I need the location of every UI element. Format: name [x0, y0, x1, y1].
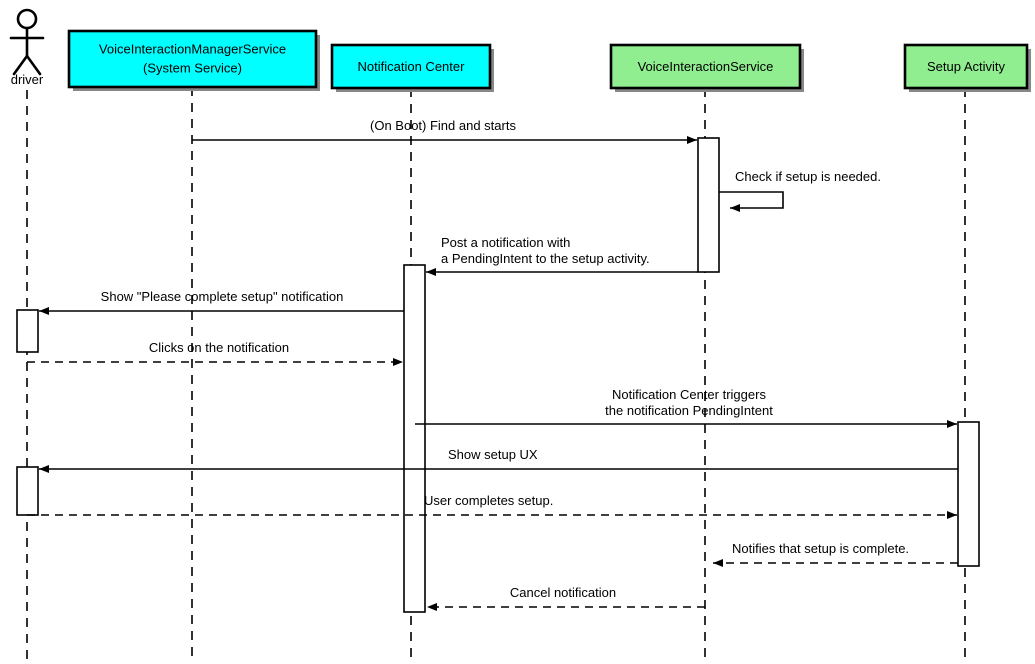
message-label: (On Boot) Find and starts: [370, 118, 516, 133]
participant-box-notifcenter[interactable]: Notification Center: [330, 43, 494, 92]
participant-headers-group: driver VoiceInteractionManagerService (Sys…: [9, 8, 1031, 92]
participant-box-setup[interactable]: Setup Activity: [903, 43, 1031, 92]
message-m2: Check if setup is needed.: [719, 169, 881, 212]
message-label: Notifies that setup is complete.: [732, 541, 909, 556]
message-label: Show setup UX: [448, 447, 538, 462]
message-label: Check if setup is needed.: [735, 169, 881, 184]
message-m5: Clicks on the notification: [27, 340, 403, 366]
message-label: Notification Center triggers: [612, 387, 766, 402]
participant-label-line1: VoiceInteractionManagerService: [99, 41, 286, 56]
participant-box-fill: [67, 29, 318, 89]
actor-leg-right-icon: [25, 54, 42, 76]
message-label: the notification PendingIntent: [605, 403, 773, 418]
activation-bar-notifcenter: [403, 264, 426, 613]
participant-label-line1: VoiceInteractionService: [638, 59, 774, 74]
actor-label-driver: driver: [11, 72, 44, 87]
participant-label-line2: (System Service): [143, 60, 242, 75]
message-m4: Show "Please complete setup" notificatio…: [39, 289, 404, 315]
participant-label-line1: Notification Center: [358, 59, 466, 74]
activation-bar-vis: [697, 137, 720, 273]
message-m8: User completes setup.: [27, 493, 957, 519]
participant-box-fill: [609, 43, 802, 90]
actor-head-icon: [16, 8, 38, 30]
actor-leg-left-icon: [12, 54, 29, 76]
message-label: User completes setup.: [424, 493, 553, 508]
message-arrow: [719, 191, 784, 212]
message-label: Clicks on the notification: [149, 340, 289, 355]
message-m10: Cancel notification: [427, 585, 705, 611]
participant-box-fill: [330, 43, 492, 90]
activation-bar-driver: [16, 309, 39, 353]
message-m1: (On Boot) Find and starts: [192, 118, 697, 144]
message-m7: Show setup UX: [39, 447, 958, 473]
message-label: Show "Please complete setup" notificatio…: [101, 289, 344, 304]
activation-bars-group: [16, 137, 980, 613]
message-label: Cancel notification: [510, 585, 616, 600]
activation-bar-driver: [16, 466, 39, 516]
participant-box-vims[interactable]: VoiceInteractionManagerService (System Se…: [67, 29, 320, 91]
participant-box-fill: [903, 43, 1029, 90]
participant-label-line1: Setup Activity: [927, 59, 1006, 74]
participant-box-vis[interactable]: VoiceInteractionService: [609, 43, 804, 92]
message-m9: Notifies that setup is complete.: [713, 541, 958, 567]
message-label: Post a notification with: [441, 235, 570, 250]
actor-driver: driver: [9, 8, 45, 87]
message-label: a PendingIntent to the setup activity.: [441, 251, 650, 266]
activation-bar-setup: [957, 421, 980, 567]
